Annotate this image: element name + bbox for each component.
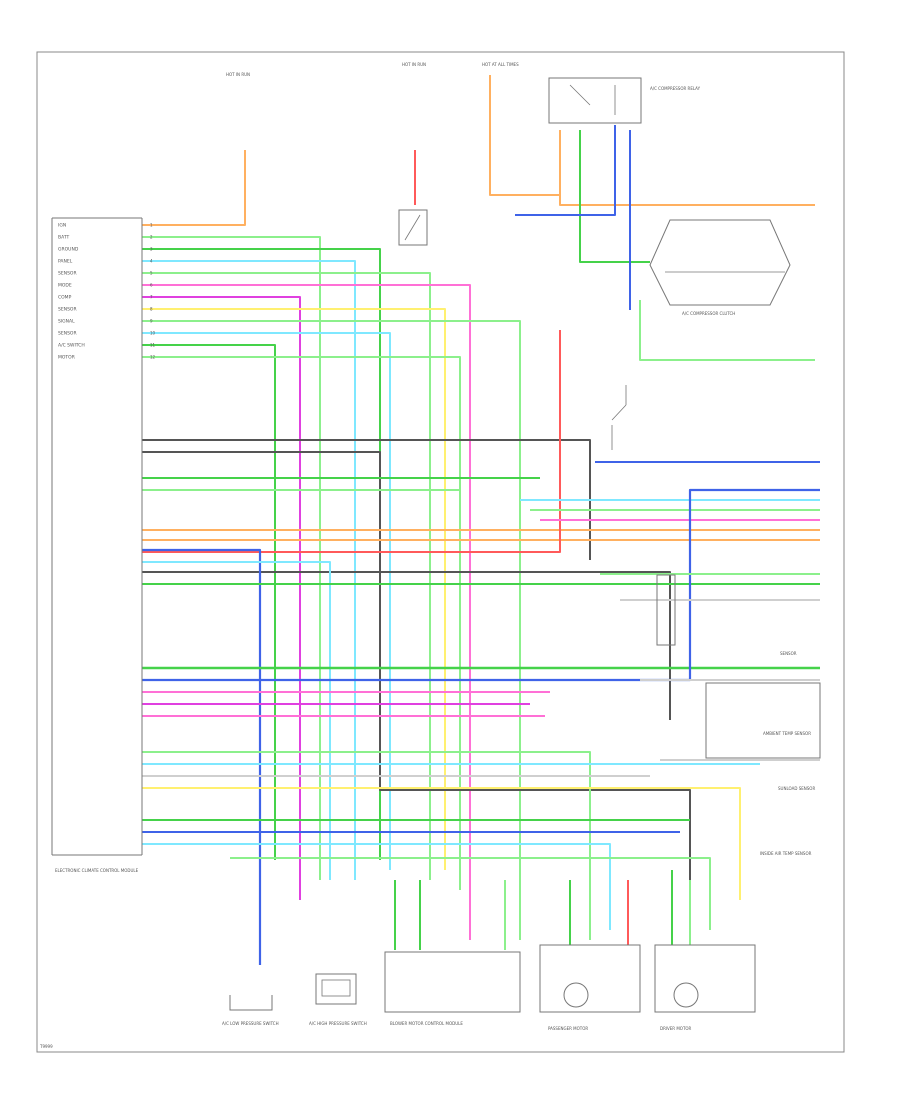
control-module: ELECTRONIC CLIMATE CONTROL MODULE IGN 1BA…: [51, 217, 156, 873]
right-box-1: [656, 574, 676, 646]
connector-label-3: PASSENGER MOTOR: [548, 1026, 588, 1031]
wire-pin-5: [142, 272, 431, 880]
wire-pin-2: [142, 236, 321, 880]
pin-name-2: BATT: [58, 235, 69, 241]
wire-top-orange-right: [559, 130, 815, 206]
pin-number-9: 9: [150, 319, 153, 324]
pin-number-2: 2: [150, 235, 153, 240]
pin-number-3: 3: [150, 247, 153, 252]
pin-name-9: SIGNAL: [58, 319, 75, 325]
pin-name-6: MODE: [58, 283, 72, 289]
connector-driver-motor: DRIVER MOTOR: [654, 944, 756, 1031]
wire-pin-4: [142, 260, 356, 880]
wire-pin-12: [142, 356, 461, 890]
connector-high-pressure: A/C HIGH PRESSURE SWITCH: [309, 973, 367, 1026]
connector-label-4: DRIVER MOTOR: [660, 1026, 692, 1031]
pin-name-5: SENSOR: [58, 271, 77, 277]
wire-top-green: [579, 130, 650, 263]
pin-name-1: IGN: [58, 223, 66, 229]
pin-number-4: 4: [150, 259, 153, 264]
connector-label-2: BLOWER MOTOR CONTROL MODULE: [390, 1021, 463, 1026]
connector-low-pressure: A/C LOW PRESSURE SWITCH: [222, 995, 279, 1026]
compressor-label: A/C COMPRESSOR CLUTCH: [682, 311, 735, 316]
connector-label-1: A/C HIGH PRESSURE SWITCH: [309, 1021, 367, 1026]
pin-number-12: 12: [150, 355, 156, 360]
right-label-ambient: AMBIENT TEMP SENSOR: [763, 731, 811, 736]
pin-number-6: 6: [150, 283, 153, 288]
wire-top-blue-2: [515, 125, 616, 216]
wire-pin-7: [142, 296, 301, 900]
relay-box: [548, 77, 642, 124]
wire-low-blue: [142, 488, 820, 682]
bottom-connectors: A/C LOW PRESSURE SWITCH A/C HIGH PRESSUR…: [222, 944, 756, 1031]
connector-blower: BLOWER MOTOR CONTROL MODULE: [384, 951, 521, 1026]
right-label-sunload: SUNLOAD SENSOR: [778, 786, 815, 791]
pin-number-5: 5: [150, 271, 153, 276]
top-label-hot-in-run: HOT IN RUN: [402, 62, 426, 67]
pin-name-3: GROUND: [58, 247, 79, 253]
right-switch: [611, 385, 627, 450]
pin-name-8: SENSOR: [58, 307, 77, 313]
module-label: ELECTRONIC CLIMATE CONTROL MODULE: [55, 868, 139, 873]
wire-low-lightgreen: [142, 751, 591, 940]
wire-pin-9: [142, 320, 521, 940]
wire-gray-3: [142, 571, 671, 720]
wire-pin-11: [142, 344, 276, 860]
right-label-relay: A/C COMPRESSOR RELAY: [650, 86, 701, 91]
right-box-2: [705, 682, 821, 759]
wire-pin-6: [142, 284, 471, 940]
wire-layer: [142, 75, 820, 965]
pin-number-10: 10: [150, 331, 156, 336]
connector-passenger-motor: PASSENGER MOTOR: [539, 944, 641, 1031]
wire-mid-red: [142, 330, 561, 553]
wire-mid-cyan: [142, 561, 331, 880]
right-label-sensor: SENSOR: [780, 651, 797, 656]
wire-relay-lightgreen: [639, 300, 815, 361]
wire-bot-cyan: [142, 843, 611, 930]
wire-gray-2: [142, 451, 691, 890]
compressor-assembly: A/C COMPRESSOR CLUTCH: [649, 219, 791, 316]
wire-low-yellow: [142, 787, 741, 900]
wire-pin-10: [142, 332, 391, 870]
pin-name-7: COMP: [58, 295, 72, 301]
pin-number-7: 7: [150, 295, 153, 300]
connector-label-0: A/C LOW PRESSURE SWITCH: [222, 1021, 279, 1026]
top-label-hot-in-run-2: HOT IN RUN: [226, 72, 250, 77]
pin-name-4: PANEL: [58, 259, 73, 265]
pin-number-1: 1: [150, 223, 153, 228]
pin-number-8: 8: [150, 307, 153, 312]
wire-bot-lightgreen: [230, 857, 711, 930]
right-label-inside: INSIDE AIR TEMP SENSOR: [760, 851, 812, 856]
pin-name-12: MOTOR: [58, 355, 75, 361]
diagram-frame: [36, 51, 845, 1053]
pressure-switch: [398, 209, 428, 246]
pin-name-10: SENSOR: [58, 331, 77, 337]
pin-name-11: A/C SWITCH: [58, 343, 85, 349]
wire-pin-1: [142, 150, 246, 226]
wire-pin-8: [142, 308, 446, 870]
wire-mid-blue: [142, 548, 262, 965]
top-label-hot-at-all-times: HOT AT ALL TIMES: [482, 62, 519, 67]
footer-code: T9999: [39, 1044, 53, 1049]
pin-number-11: 11: [150, 343, 156, 348]
